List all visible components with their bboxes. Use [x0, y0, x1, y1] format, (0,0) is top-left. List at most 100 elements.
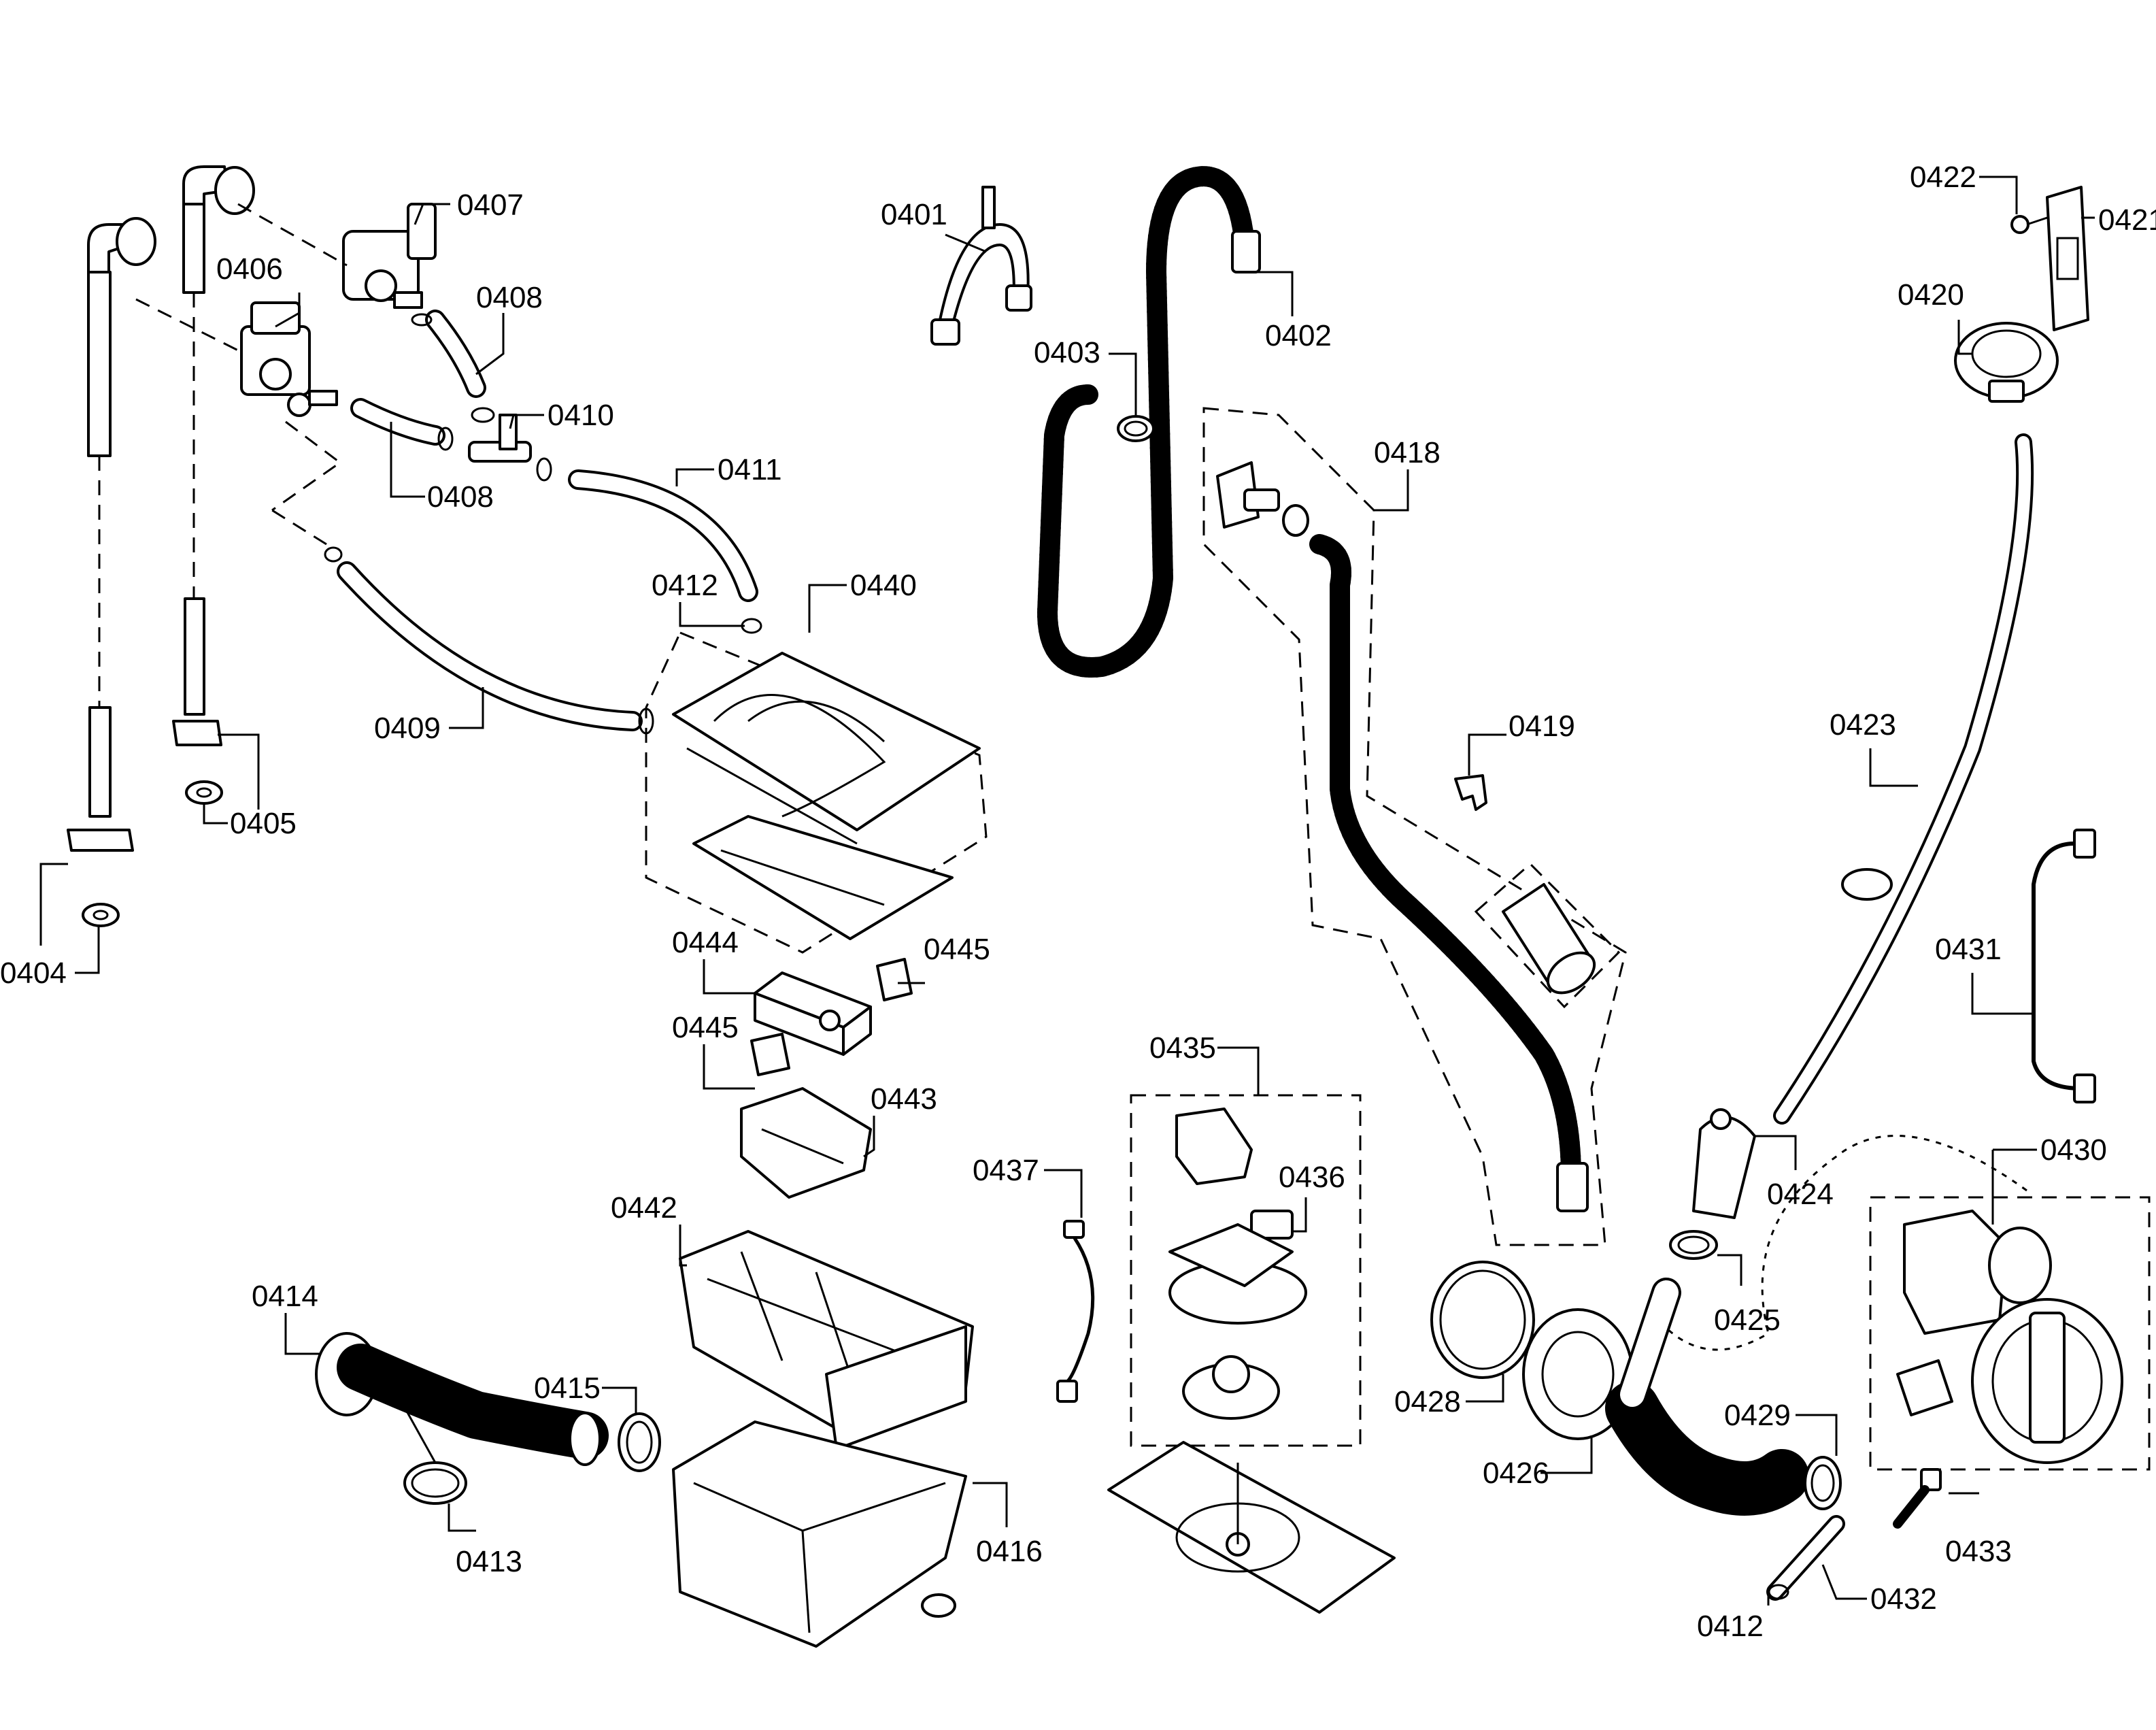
part-number-0420: 0420: [1898, 278, 1964, 312]
part-number-0433: 0433: [1945, 1535, 2012, 1568]
label-0423: 0423: [1830, 708, 1918, 787]
siphon-0445-left: [750, 1033, 790, 1076]
pump-group-box: [1869, 1196, 2151, 1471]
label-0425: 0425: [1714, 1254, 1781, 1337]
sensor-group-box: [1130, 1094, 1362, 1447]
bellows-hose-0414: [315, 1332, 609, 1466]
part-number-0408-upper: 0408: [476, 281, 543, 314]
part-number-0410: 0410: [548, 399, 614, 432]
part-number-0430: 0430: [2040, 1133, 2107, 1167]
part-number-0407: 0407: [457, 188, 524, 222]
label-0440: 0440: [808, 569, 917, 633]
label-0444: 0444: [672, 926, 755, 995]
inlet-pipe-0405: [172, 597, 223, 805]
hose-connector: [1216, 461, 1309, 537]
part-number-0425: 0425: [1714, 1303, 1781, 1337]
part-number-0423: 0423: [1830, 708, 1896, 742]
label-0435: 0435: [1149, 1031, 1260, 1095]
part-number-0437: 0437: [973, 1154, 1039, 1187]
label-0437: 0437: [973, 1154, 1083, 1218]
hose-0411: [568, 469, 762, 634]
gasket-ring-0428: [1430, 1261, 1535, 1379]
clamp-0429: [1804, 1456, 1842, 1510]
drain-hose-0418: [1309, 534, 1589, 1212]
dispenser-cap-0444: [754, 971, 872, 1056]
sleeve-box: [1474, 862, 1621, 1009]
dispenser-group-box: [645, 631, 988, 954]
part-number-0412-upper: 0412: [652, 569, 718, 602]
dispenser-tray-0416: [672, 1420, 967, 1648]
part-number-0432: 0432: [1870, 1582, 1937, 1616]
part-number-0440: 0440: [850, 569, 917, 602]
label-0406: 0406: [216, 252, 301, 328]
drain-pump-0430: [1896, 1210, 2123, 1464]
part-number-0435: 0435: [1149, 1031, 1216, 1065]
part-number-0445-left: 0445: [672, 1011, 739, 1044]
part-number-0408-lower: 0408: [427, 480, 494, 514]
label-0416: 0416: [973, 1482, 1043, 1568]
label-0412b: 0412: [1697, 1592, 1770, 1643]
label-0413: 0413: [400, 1401, 522, 1578]
pipe-0432: [1766, 1515, 1845, 1601]
dispenser-drawer-0442: [679, 1230, 974, 1450]
part-number-0415: 0415: [534, 1371, 601, 1405]
label-0414: 0414: [252, 1280, 320, 1355]
inlet-valve-0406: [240, 301, 338, 417]
part-number-0414: 0414: [252, 1280, 318, 1313]
part-number-0404: 0404: [0, 957, 67, 990]
part-number-0426: 0426: [1483, 1457, 1549, 1490]
part-number-0419: 0419: [1509, 710, 1575, 743]
screw-0422: [2010, 215, 2048, 234]
air-trap-0424: [1692, 1108, 1756, 1219]
drain-hose-0402: [1037, 166, 1261, 678]
part-number-0444: 0444: [672, 926, 739, 959]
label-0420: 0420: [1898, 278, 1972, 355]
clamp-upper: [411, 313, 495, 423]
part-number-0401: 0401: [881, 198, 947, 231]
label-0445a: 0445: [898, 933, 990, 984]
label-0403: 0403: [1034, 336, 1137, 415]
hose-support-0401: [930, 186, 1032, 346]
inlet-elbow-right: [182, 165, 255, 294]
siphon-0445-right: [876, 958, 913, 1001]
hose-0408-upper: [425, 310, 486, 398]
label-0424: 0424: [1755, 1135, 1834, 1211]
label-0429: 0429: [1724, 1399, 1838, 1456]
label-0433: 0433: [1945, 1492, 2012, 1568]
label-0442: 0442: [611, 1191, 687, 1267]
softener-cup-0443: [740, 1087, 872, 1199]
t-connector-0410: [437, 414, 552, 482]
part-number-0436: 0436: [1279, 1161, 1345, 1194]
hose-sleeve: [1502, 883, 1596, 995]
label-0409: 0409: [374, 687, 484, 745]
part-number-0424: 0424: [1767, 1178, 1834, 1211]
part-number-0411: 0411: [718, 453, 782, 486]
clamp-0415: [618, 1412, 661, 1472]
clamp-0425: [1669, 1230, 1718, 1260]
hose-0408-lower: [350, 398, 445, 446]
label-0430: 0430: [1991, 1133, 2107, 1225]
part-number-0429: 0429: [1724, 1399, 1791, 1432]
label-0428: 0428: [1394, 1374, 1504, 1418]
part-number-0402: 0402: [1265, 319, 1332, 352]
part-number-0413: 0413: [456, 1545, 522, 1578]
part-number-0428: 0428: [1394, 1385, 1461, 1418]
wire-0437: [1056, 1220, 1095, 1403]
label-0412a: 0412: [652, 569, 745, 627]
label-0402: 0402: [1245, 271, 1332, 352]
part-number-0403: 0403: [1034, 336, 1100, 369]
wire-harness-0431: [2032, 829, 2096, 1103]
label-0405: 0405: [203, 733, 297, 840]
part-number-0445-right: 0445: [924, 933, 990, 966]
label-0419: 0419: [1468, 710, 1575, 776]
drain-group-box: [1202, 407, 1627, 1246]
clamp-0403: [1117, 415, 1155, 442]
label-0432: 0432: [1821, 1564, 1937, 1616]
label-0422: 0422: [1910, 161, 2018, 214]
dispenser-housing-0440: [672, 652, 981, 940]
pump-wire: [1651, 1135, 2027, 1351]
part-number-0409: 0409: [374, 712, 441, 745]
label-0407: 0407: [414, 188, 524, 225]
part-number-0443: 0443: [871, 1082, 937, 1116]
